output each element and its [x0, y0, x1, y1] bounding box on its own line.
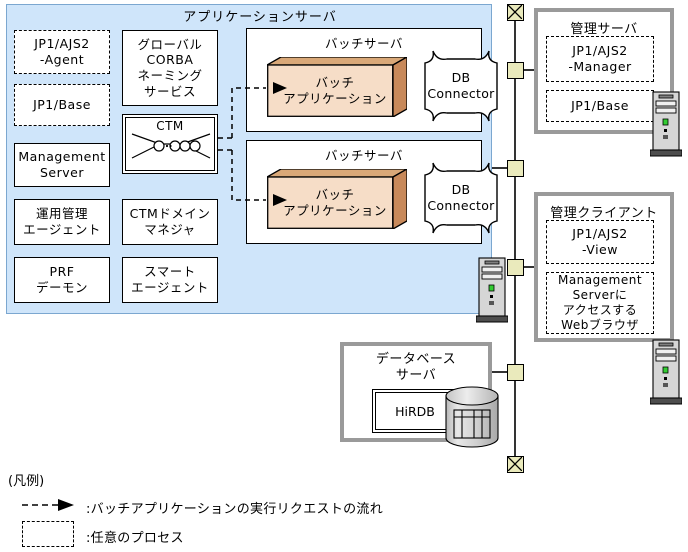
process-box-jp1-base-manager: JP1/Base — [546, 90, 654, 122]
process-box-jp1-ajs2-manager: JP1/AJS2 -Manager — [546, 36, 654, 82]
process-box-management-server: Management Server — [14, 143, 110, 187]
network-node-application-server — [507, 160, 524, 177]
process-box-label: JP1/Base — [571, 98, 629, 114]
process-box-label: 運用管理 エージェント — [23, 206, 101, 237]
process-box-label: JP1/AJS2 -Agent — [34, 36, 90, 67]
network-terminator-top — [507, 4, 524, 21]
process-box-label: グローバル CORBA ネーミング サービス — [137, 36, 203, 99]
management-server-title: 管理サーバ — [570, 22, 638, 37]
database-cylinder-icon — [445, 386, 499, 448]
process-box-label: Management Serverに アクセスする Webブラウザ — [557, 273, 643, 332]
application-server-title: アプリケーションサーバ — [183, 10, 337, 25]
process-box-label: JP1/Base — [33, 97, 91, 113]
process-box-label: HiRDB — [395, 403, 435, 419]
batch-server-title: バッチサーバ — [325, 148, 403, 163]
process-box-label: JP1/AJS2 -View — [572, 226, 628, 257]
network-terminator-bottom — [507, 456, 524, 473]
process-box-prf-daemon: PRF デーモン — [14, 257, 110, 303]
batch-server-title: バッチサーバ — [325, 36, 403, 51]
legend-row-2-text: :任意のプロセス — [86, 531, 184, 546]
process-box-jp1-base: JP1/Base — [14, 84, 110, 126]
ctm-label: CTM — [156, 119, 184, 133]
legend-title: (凡例) — [8, 474, 45, 489]
batch-application-2: バッチ アプリケーション — [267, 169, 407, 229]
process-box-operations-management-agent: 運用管理 エージェント — [14, 199, 110, 245]
process-box-web-browser: Management Serverに アクセスする Webブラウザ — [546, 272, 654, 334]
legend-row-1-text: :バッチアプリケーションの実行リクエストの流れ — [86, 502, 384, 517]
batch-application-1: バッチ アプリケーション — [267, 57, 407, 117]
network-node-database-server — [507, 364, 524, 381]
db-connector-2: DB Connector — [423, 161, 499, 235]
db-connector-1: DB Connector — [423, 49, 499, 123]
management-client-title: 管理クライアント — [550, 206, 658, 221]
process-box-label: JP1/AJS2 -Manager — [568, 43, 632, 74]
server-tower-icon-application-server — [476, 257, 508, 323]
process-box-global-corba-naming-service: グローバル CORBA ネーミング サービス — [122, 30, 218, 106]
process-box-label: PRF デーモン — [35, 264, 88, 295]
batch-application-3d-shape — [267, 169, 407, 229]
ctm-queue-icon — [131, 133, 211, 159]
server-tower-icon-management-server — [650, 91, 682, 157]
network-node-management-client — [507, 259, 524, 276]
db-connector-label: DB Connector — [427, 69, 495, 101]
db-connector-shape — [424, 50, 498, 122]
database-server-title: データベース サーバ — [375, 352, 457, 384]
network-node-management-server — [507, 62, 524, 79]
legend-dashed-box-icon — [22, 521, 74, 547]
batch-server-2: バッチサーバ バッチ アプリケーション DB Connector — [246, 140, 498, 244]
process-box-hirdb: HiRDB — [372, 389, 458, 433]
batch-server-1: バッチサーバ バッチ アプリケーション DB Connector — [246, 28, 498, 132]
legend-dashed-arrow-icon — [22, 499, 74, 511]
execution-request-arrow-icon — [273, 194, 287, 206]
process-box-ctm: CTM — [122, 114, 218, 174]
process-box-ctm-domain-manager: CTMドメイン マネジャ — [122, 199, 218, 245]
batch-application-label: バッチ アプリケーション — [283, 75, 387, 106]
batch-application-3d-shape — [267, 57, 407, 117]
process-box-jp1-ajs2-agent: JP1/AJS2 -Agent — [14, 30, 110, 74]
batch-application-label: バッチ アプリケーション — [283, 187, 387, 218]
execution-request-arrow-icon — [273, 82, 287, 94]
process-box-label: CTMドメイン マネジャ — [129, 206, 211, 237]
process-box-label: スマート エージェント — [131, 264, 209, 295]
process-box-label: Management Server — [18, 149, 106, 180]
process-box-smart-agent: スマート エージェント — [122, 257, 218, 303]
db-connector-label: DB Connector — [427, 181, 495, 213]
ctm-inner-frame: CTM — [125, 117, 215, 171]
process-box-jp1-ajs2-view: JP1/AJS2 -View — [546, 220, 654, 264]
server-tower-icon-management-client — [650, 339, 682, 405]
db-connector-shape — [424, 162, 498, 234]
